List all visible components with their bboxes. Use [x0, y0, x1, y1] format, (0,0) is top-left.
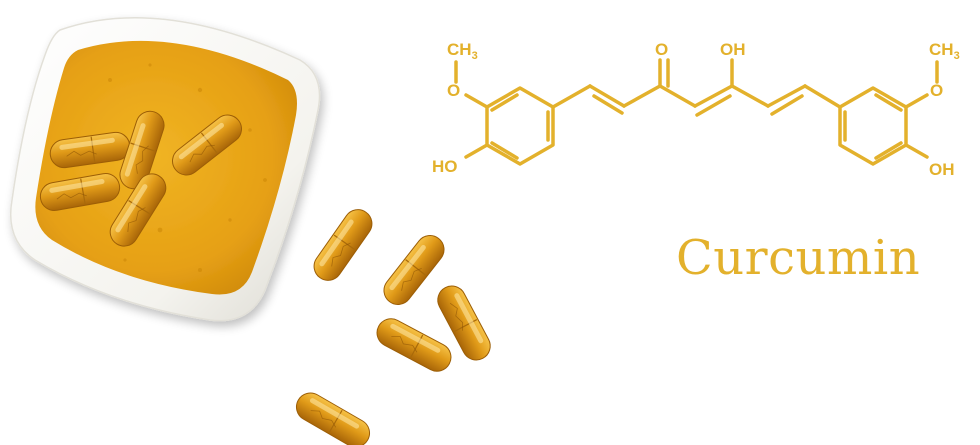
hydroxyl-left-label: HO — [432, 157, 458, 176]
enol-hydroxyl-label: OH — [720, 40, 746, 59]
turmeric-capsule-icon — [371, 313, 457, 377]
turmeric-powder-bowl-icon — [9, 17, 321, 322]
methyl-right-label: CH3 — [929, 40, 960, 62]
oxygen-right-label: O — [930, 81, 943, 100]
hydroxyl-right-label: OH — [929, 160, 955, 179]
curcumin-molecule-diagram-icon — [454, 58, 939, 166]
product-title: Curcumin — [676, 230, 921, 286]
turmeric-capsule-icon — [290, 387, 376, 445]
methyl-left-label: CH3 — [447, 40, 478, 62]
molecule-atom-labels: CH3 O HO O OH CH3 O OH — [432, 40, 960, 179]
ketone-oxygen-label: O — [655, 40, 668, 59]
turmeric-capsule-icon — [307, 203, 379, 287]
oxygen-left-label: O — [447, 81, 460, 100]
